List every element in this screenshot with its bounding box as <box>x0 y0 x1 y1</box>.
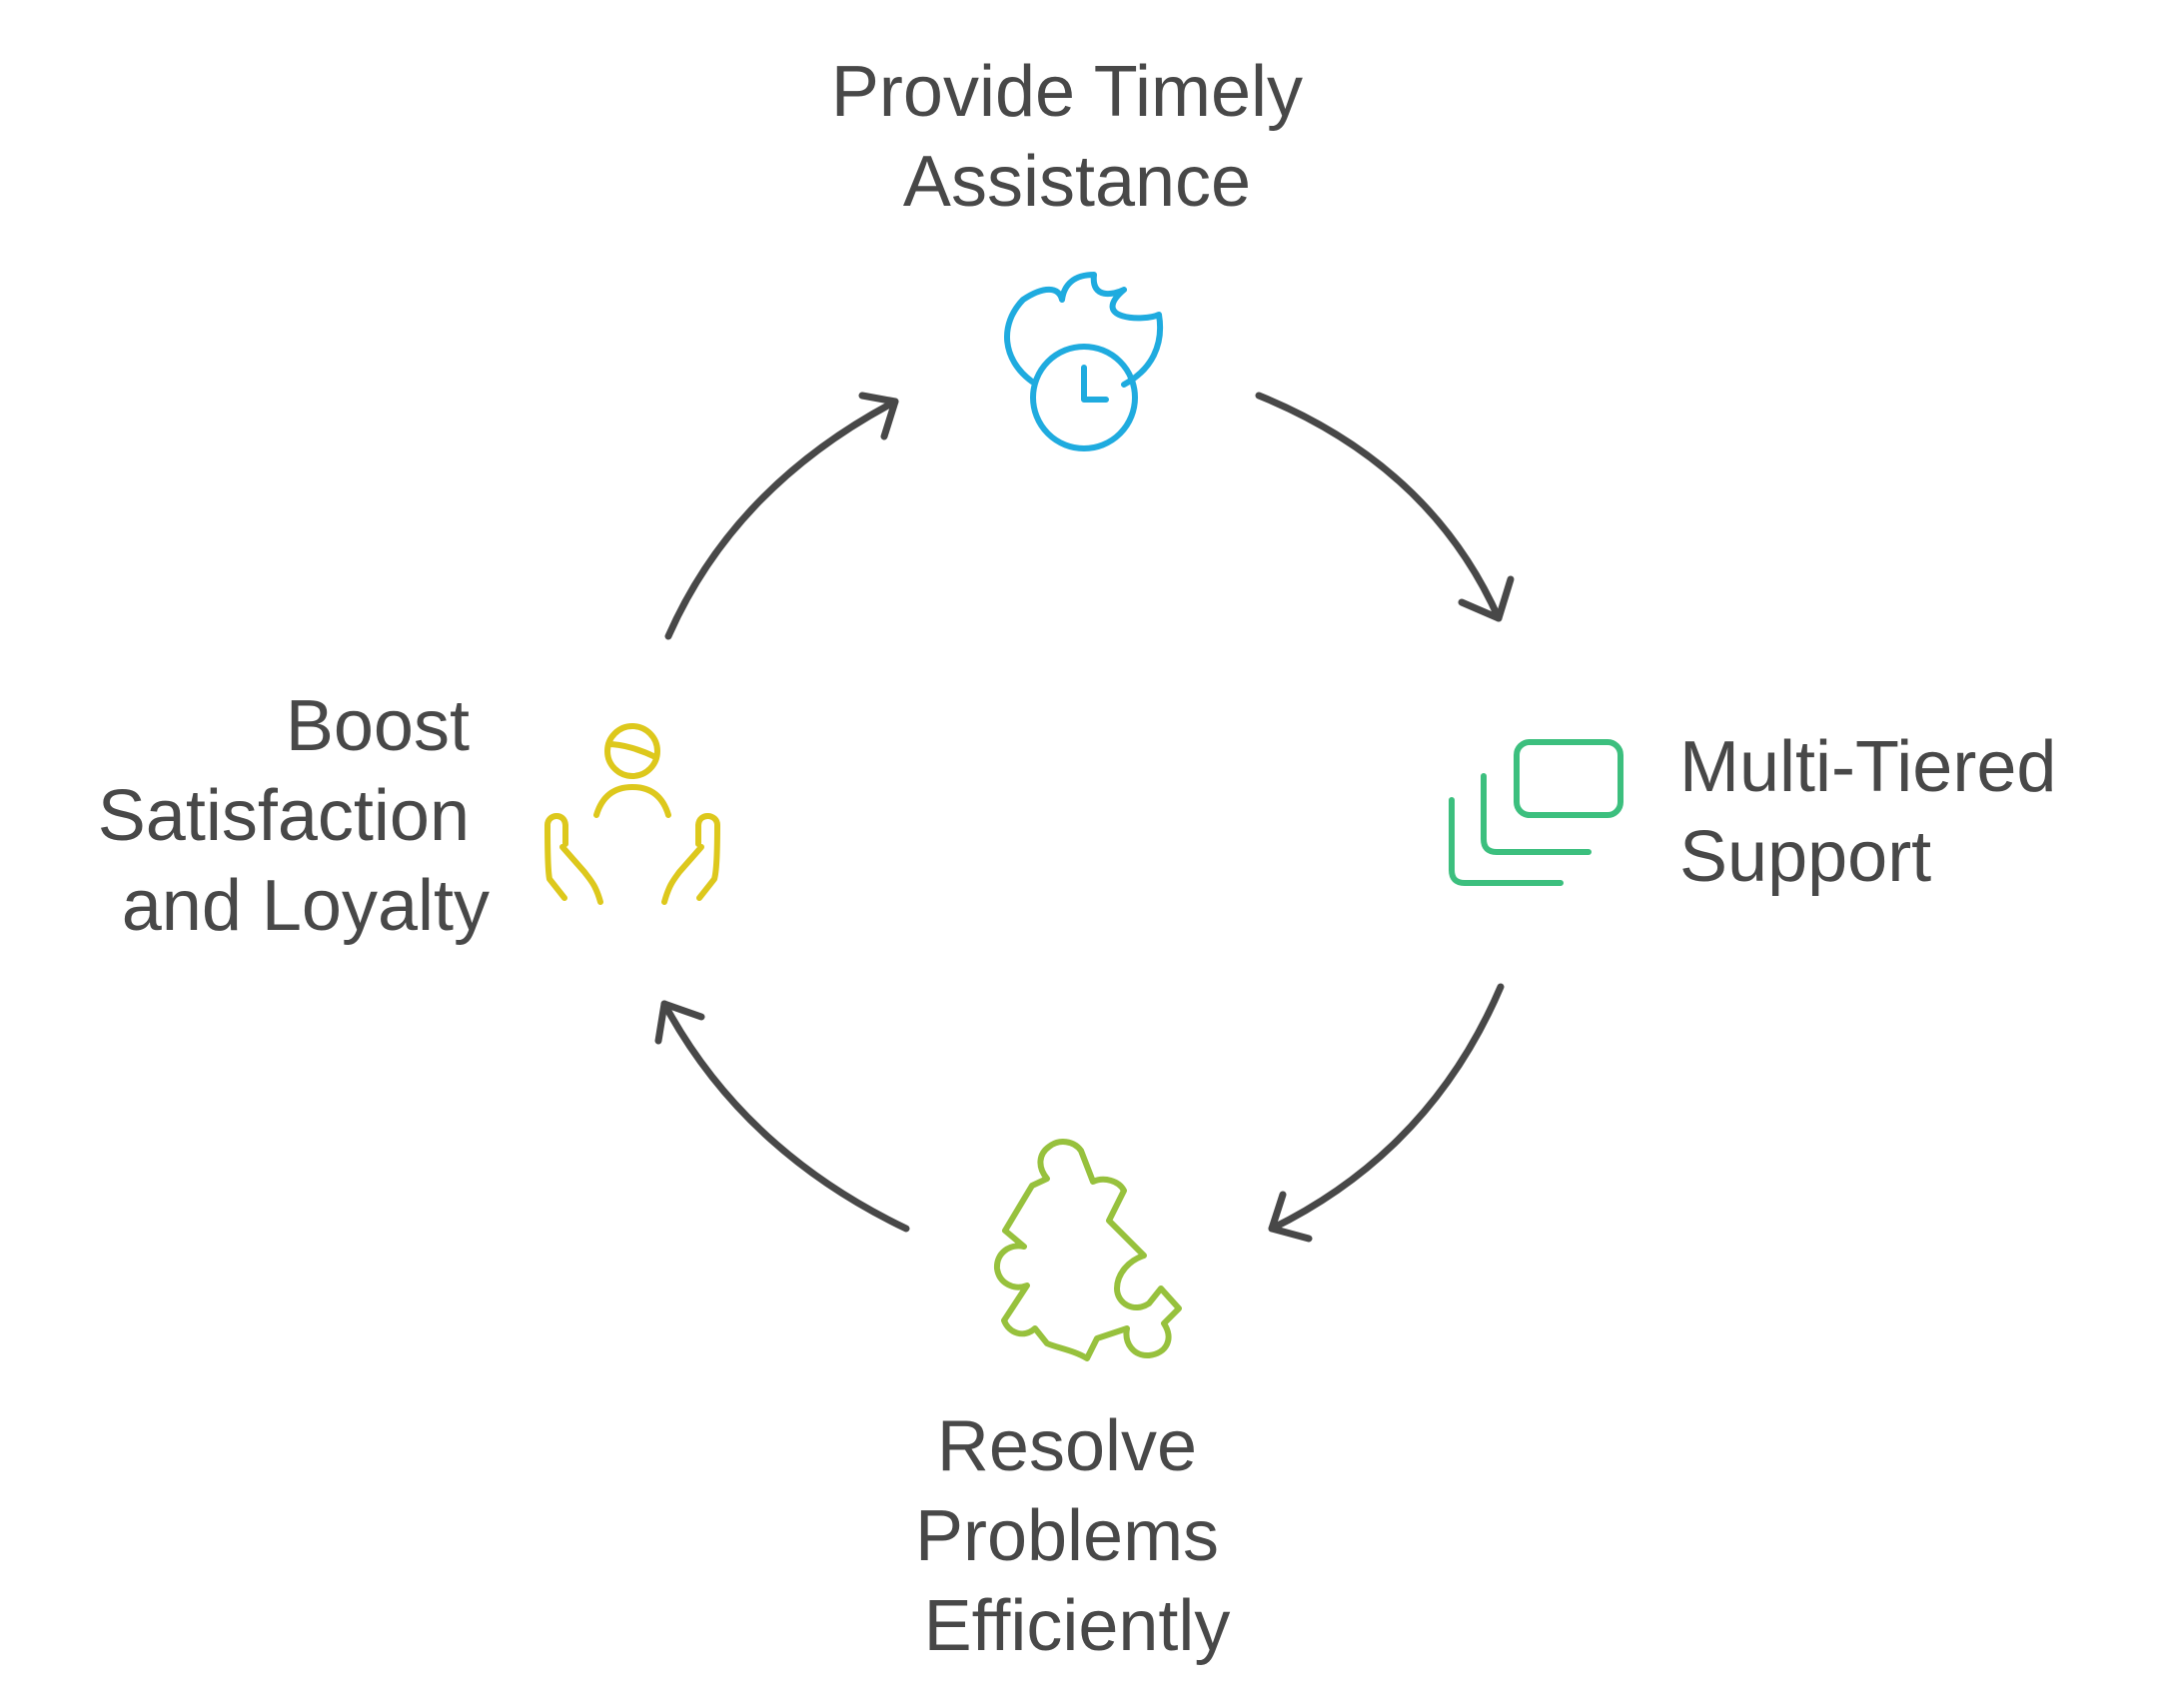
label-line: Support <box>1679 817 1931 897</box>
arrow-top-to-right <box>1255 392 1515 622</box>
arrow-bottom-to-left <box>654 1000 910 1233</box>
label-line: and Loyalty <box>122 866 490 946</box>
step-label: Boost Satisfaction and Loyalty <box>98 686 490 946</box>
step-provide-timely-assistance: Provide Timely Assistance <box>831 52 1323 451</box>
step-label: Provide Timely Assistance <box>831 52 1323 222</box>
label-line: Assistance <box>903 142 1251 222</box>
stacked-windows-icon <box>1449 739 1623 886</box>
hands-person-icon <box>544 723 720 905</box>
label-line: Boost <box>286 686 470 766</box>
step-boost-satisfaction-and-loyalty: Boost Satisfaction and Loyalty <box>98 686 720 946</box>
step-label: Resolve Problems Efficiently <box>915 1406 1239 1666</box>
step-resolve-problems-efficiently: Resolve Problems Efficiently <box>915 1139 1239 1666</box>
label-line: Satisfaction <box>98 776 470 856</box>
step-label: Multi-Tiered Support <box>1679 727 2076 897</box>
label-line: Multi-Tiered <box>1679 727 2056 807</box>
puzzle-piece-icon <box>994 1139 1182 1361</box>
step-multi-tiered-support: Multi-Tiered Support <box>1449 727 2076 897</box>
arrow-right-to-bottom <box>1268 983 1505 1243</box>
label-line: Problems <box>915 1496 1219 1576</box>
label-line: Resolve <box>937 1406 1197 1486</box>
label-line: Provide Timely <box>831 52 1303 132</box>
label-line: Efficiently <box>924 1586 1231 1666</box>
arrow-left-to-top <box>664 392 899 640</box>
fire-clock-icon <box>1004 272 1163 451</box>
